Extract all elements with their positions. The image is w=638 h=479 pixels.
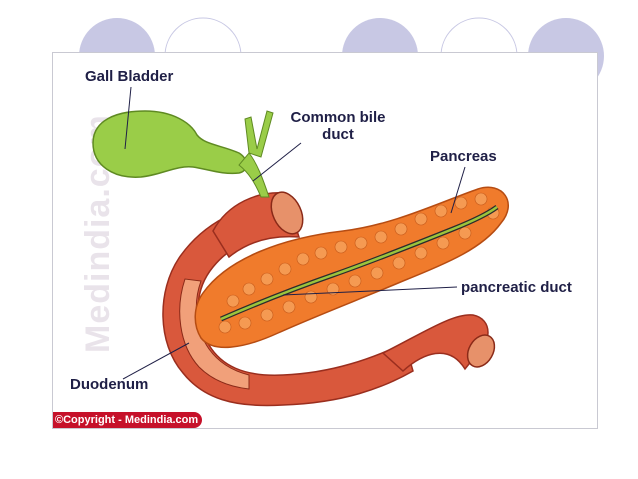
leader-duodenum	[122, 342, 190, 380]
label-common-bile-duct-line2: duct	[322, 126, 354, 143]
copyright-badge: ©Copyright - Medindia.com	[53, 412, 203, 428]
label-gall-bladder: Gall Bladder	[85, 68, 174, 85]
figure-frame: Medindia.com	[52, 52, 598, 429]
pancreas-illustration	[92, 86, 509, 407]
leader-pancreatic-duct	[282, 286, 458, 296]
common-bile-duct	[238, 110, 274, 198]
label-pancreas: Pancreas	[430, 148, 497, 165]
duodenum	[162, 202, 414, 407]
leader-pancreas	[450, 166, 466, 214]
jejunum-opening	[466, 334, 496, 368]
pancreatic-duct-inner	[220, 205, 498, 321]
label-duodenum: Duodenum	[70, 376, 149, 393]
duodenum-opening	[270, 191, 304, 235]
leader-gall-bladder	[124, 86, 132, 150]
label-pancreatic-duct: pancreatic duct	[461, 279, 572, 296]
gall-bladder	[92, 110, 248, 178]
leader-common-bile-duct	[252, 142, 302, 182]
label-common-bile-duct-line1: Common bile	[290, 109, 386, 126]
label-common-bile-duct: Common bile duct	[283, 109, 393, 143]
